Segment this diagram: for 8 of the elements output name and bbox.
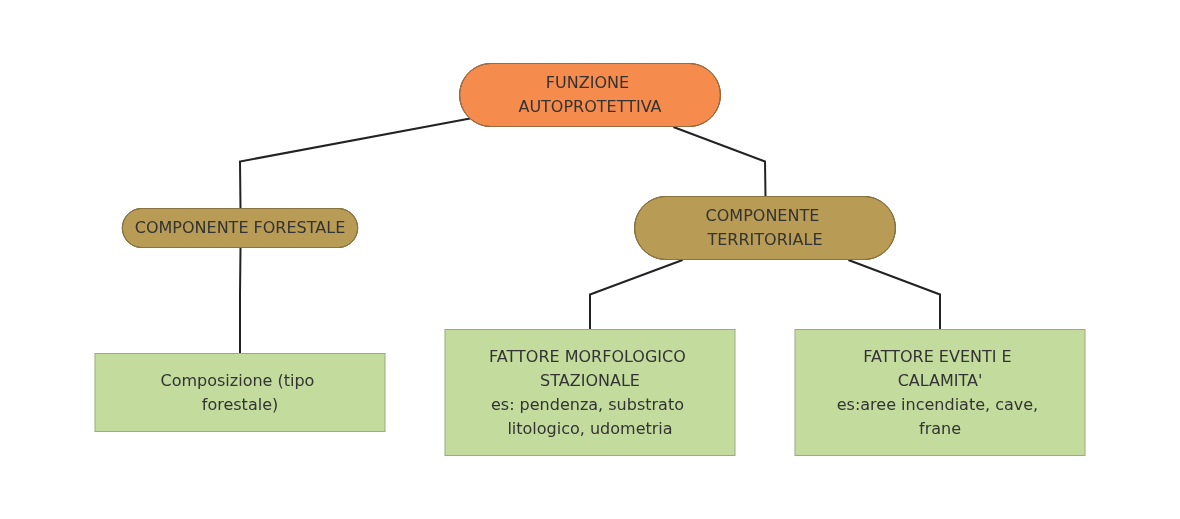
connector [239,247,242,355]
connector [847,259,941,331]
node-box: FATTORE EVENTI E CALAMITA' es:aree incendiate, cave, frane [794,329,1086,456]
connector [239,117,471,210]
node-box: Composizione (tipo forestale) [94,353,386,432]
connector [589,259,684,331]
node-box: FATTORE MORFOLOGICO STAZIONALE es: pendenza, substrato litologico, udometria [444,329,736,456]
connector [672,126,767,198]
